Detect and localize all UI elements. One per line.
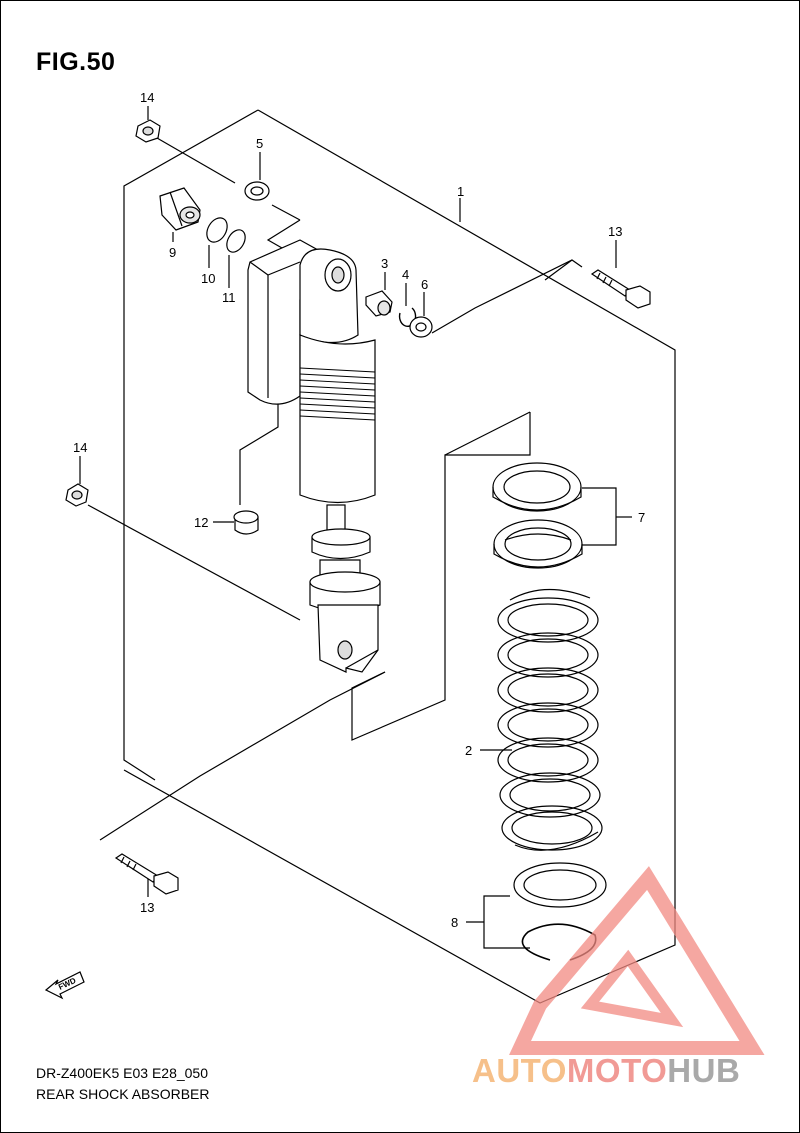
spring-guide-part-8 — [513, 862, 607, 961]
watermark-text: AUTOMOTOHUB — [472, 1052, 740, 1090]
washer-part-6 — [409, 316, 433, 338]
callout-5: 5 — [256, 136, 263, 151]
watermark-part-moto: MOTO — [566, 1052, 668, 1089]
ring-nut-part-7-top — [492, 462, 582, 512]
ring-nut-part-7-bottom — [493, 519, 583, 569]
callout-12: 12 — [194, 515, 208, 530]
callout-7: 7 — [638, 510, 645, 525]
callout-14-top: 14 — [140, 90, 154, 105]
watermark-logo — [509, 866, 765, 1055]
bolt-part-13-top — [590, 269, 651, 309]
callout-13-bottom: 13 — [140, 900, 154, 915]
nut-part-14-mid — [65, 483, 89, 507]
adjuster-part-9 — [159, 187, 201, 231]
bolt-part-13-bottom — [114, 853, 179, 895]
assembly-outline-right — [123, 109, 676, 1004]
callout-3: 3 — [381, 256, 388, 271]
figure-title: FIG.50 — [36, 48, 116, 76]
callout-10: 10 — [201, 271, 215, 286]
callout-1: 1 — [457, 184, 464, 199]
shock-body — [299, 248, 381, 673]
callout-2: 2 — [465, 743, 472, 758]
fwd-arrow-icon: FWD — [44, 971, 85, 1000]
watermark-part-auto: AUTO — [472, 1052, 567, 1089]
callout-11: 11 — [222, 290, 236, 305]
washer-part-5 — [244, 181, 270, 201]
section-name: REAR SHOCK ABSORBER — [36, 1086, 210, 1102]
callout-13-top: 13 — [608, 224, 622, 239]
callout-9: 9 — [169, 245, 176, 260]
bushing-part-3 — [365, 290, 393, 317]
coil-spring-part-2 — [497, 588, 603, 851]
spring-group-outline — [351, 412, 531, 741]
watermark-part-hub: HUB — [667, 1052, 741, 1089]
callout-4: 4 — [402, 267, 409, 282]
bushing-part-12 — [233, 510, 259, 535]
callout-6: 6 — [421, 277, 428, 292]
oring-part-10 — [206, 217, 228, 243]
callout-14-mid: 14 — [73, 440, 87, 455]
oring-part-11 — [226, 229, 246, 253]
nut-part-14-top — [135, 119, 161, 143]
callout-8: 8 — [451, 915, 458, 930]
model-code: DR-Z400EK5 E03 E28_050 — [36, 1065, 208, 1081]
assembly-outline — [123, 109, 259, 781]
